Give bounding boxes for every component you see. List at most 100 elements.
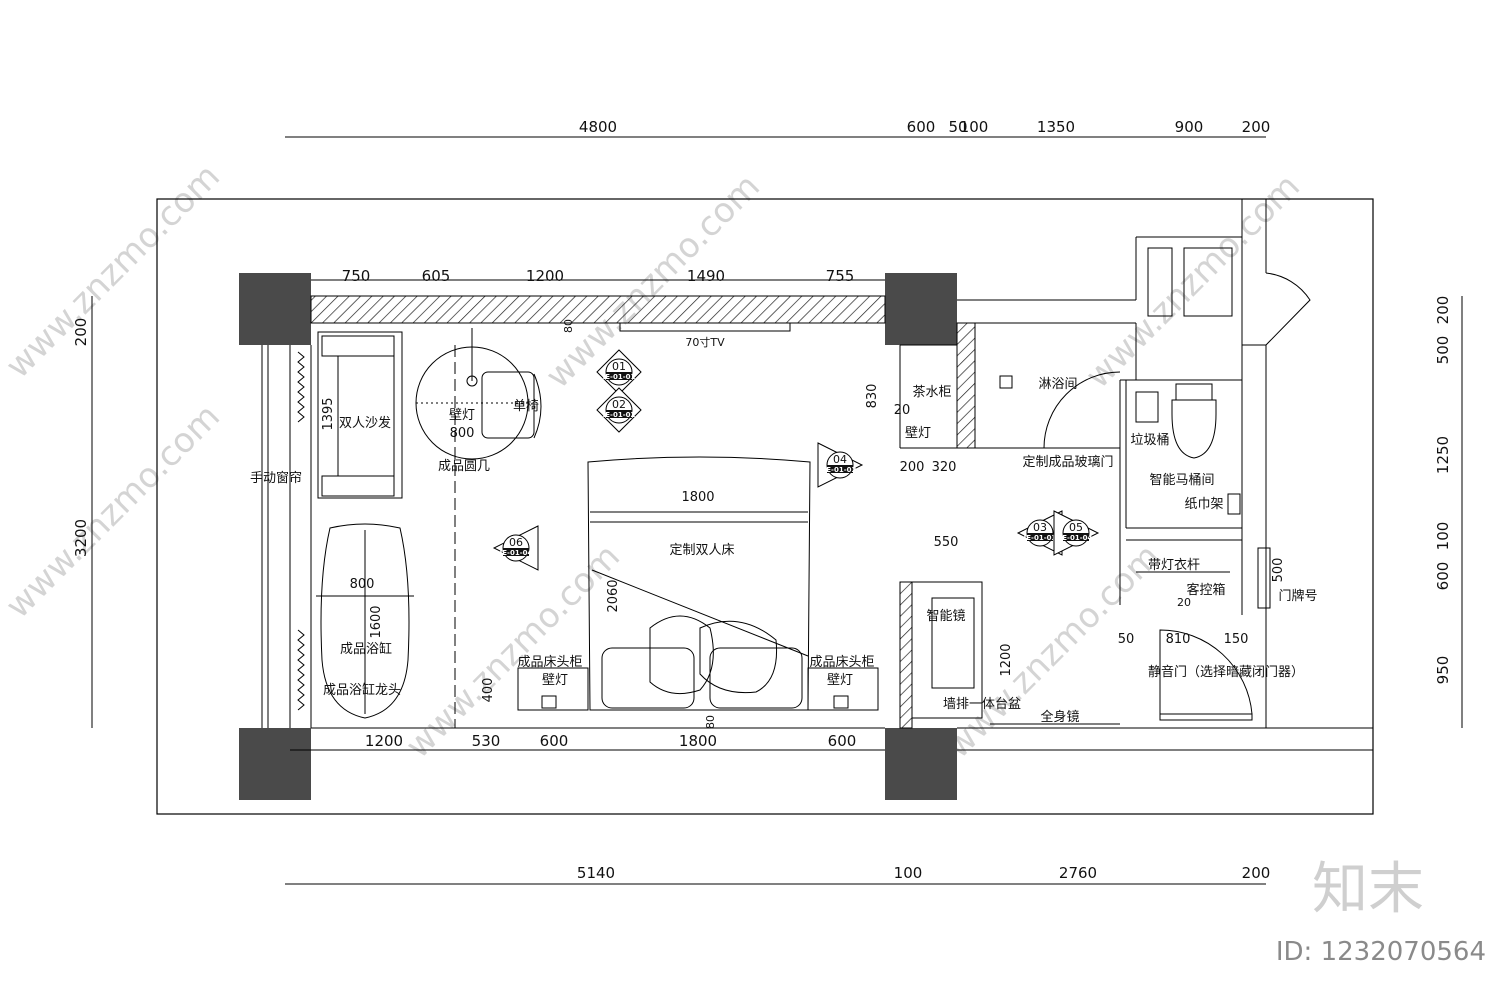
dim-750: 750: [342, 267, 371, 285]
bed-label: 定制双人床: [669, 543, 734, 558]
brand-logo: 知末: [1312, 857, 1424, 922]
door-150-dim: 150: [1224, 632, 1249, 647]
svg-text:IE-01-01: IE-01-01: [603, 373, 636, 381]
dim-r500: 500: [1434, 336, 1452, 365]
hanger-label: 带灯衣杆: [1148, 557, 1200, 573]
dim-4800: 4800: [579, 118, 617, 136]
svg-text:03: 03: [1033, 521, 1047, 534]
dim-605: 605: [422, 267, 451, 285]
column-bottom-left: [239, 728, 311, 800]
nightstand-right: [807, 667, 879, 711]
svg-text:02: 02: [612, 398, 626, 411]
bathtub: [320, 523, 410, 719]
dim-r200: 200: [1434, 296, 1452, 325]
watermark-text: www.znzmo.com: [0, 396, 228, 626]
dim-50: 50: [948, 118, 967, 136]
top-outer-dims: 4800 600 50 100 1350 900 200: [579, 118, 1270, 136]
door-number-label: 门牌号: [1278, 588, 1317, 604]
svg-text:IE-01-03: IE-01-03: [1024, 534, 1057, 542]
dim-r1250: 1250: [1434, 436, 1452, 474]
sofa-depth-dim: 1395: [321, 397, 336, 430]
watermark-text: www.znzmo.com: [538, 166, 768, 396]
smart-mirror-label: 智能镜: [926, 609, 965, 624]
dim-b530: 530: [472, 732, 501, 750]
column-bottom-middle: [885, 728, 957, 800]
sofa-label: 双人沙发: [339, 415, 391, 431]
dim-900: 900: [1175, 118, 1204, 136]
dim-1350: 1350: [1037, 118, 1075, 136]
control-box-label: 客控箱: [1186, 582, 1225, 598]
nightstand-left-label: 成品床头柜: [517, 655, 582, 670]
trash-can-icon: [1135, 391, 1159, 423]
svg-text:04: 04: [833, 453, 847, 466]
dim-2760: 2760: [1059, 864, 1097, 882]
wall-shower: [956, 322, 976, 449]
plan-frame: [156, 198, 1374, 815]
nightstand-left: [517, 667, 589, 711]
elevation-tags: 01 IE-01-01 02 IE-01-02 04 IE-01-03 06 I…: [492, 349, 1100, 571]
bed: [587, 456, 811, 711]
dim-b1200: 1200: [365, 732, 403, 750]
curtain-label: 手动窗帘: [250, 470, 302, 486]
tub-faucet-label: 成品浴缸龙头: [323, 682, 401, 698]
dim-100: 100: [960, 118, 989, 136]
cab-200-dim: 200: [900, 460, 925, 475]
table-size-dim: 800: [450, 426, 475, 441]
dim-b600: 600: [540, 732, 569, 750]
entry-door-leaf: [1159, 713, 1253, 721]
lamp-offset-dim: 20: [894, 403, 911, 418]
tissue-holder-label: 纸巾架: [1184, 497, 1223, 512]
svg-text:IE-01-04: IE-01-04: [1060, 534, 1093, 542]
tea-cabinet-label: 茶水柜: [912, 384, 951, 400]
lamp-right-label: 壁灯: [827, 673, 853, 688]
dim-b100: 100: [894, 864, 923, 882]
shower-drain-icon: [999, 375, 1013, 389]
foot-gap-dim: 80: [704, 715, 717, 729]
shower-label: 淋浴间: [1038, 377, 1077, 392]
lamp-left-label: 壁灯: [542, 673, 568, 688]
door-50-dim: 50: [1118, 632, 1135, 647]
basin-label: 墙排一体台盆: [943, 697, 1021, 712]
trash-label: 垃圾桶: [1130, 433, 1169, 448]
mirror-height-dim: 1200: [999, 643, 1014, 676]
tub-label: 成品浴缸: [340, 641, 392, 657]
bottom-outer-dims: 5140 100 2760 200: [577, 864, 1270, 882]
svg-text:IE-01-04: IE-01-04: [500, 549, 533, 557]
dim-1490: 1490: [687, 267, 725, 285]
dim-r950: 950: [1434, 656, 1452, 685]
dim-r100: 100: [1434, 522, 1452, 551]
wall-mirror: [899, 581, 913, 729]
toilet-icon: [1171, 399, 1217, 459]
sofa: [317, 331, 403, 499]
full-mirror-label: 全身镜: [1040, 709, 1079, 725]
closet-20-dim: 20: [1177, 596, 1191, 609]
watermark-text: www.znzmo.com: [1078, 166, 1308, 396]
cab-320-dim: 320: [932, 460, 957, 475]
curtain-top: [297, 351, 305, 423]
dim-5140: 5140: [577, 864, 615, 882]
elevation-tag-06: 06 IE-01-04: [492, 525, 539, 571]
dim-b1800: 1800: [679, 732, 717, 750]
cabinet-height-dim: 830: [865, 384, 880, 409]
watermark-text: www.znzmo.com: [938, 536, 1168, 766]
chair-label: 单椅: [513, 399, 539, 414]
elevation-tag-02: 02 IE-01-02: [596, 387, 642, 433]
entry-door-swing: [1159, 629, 1253, 715]
dim-1200: 1200: [526, 267, 564, 285]
single-chair: [481, 371, 542, 439]
toilet-room-label: 智能马桶间: [1149, 473, 1214, 488]
shower-door-swing: [1043, 371, 1121, 449]
tub-length-dim: 1600: [369, 605, 384, 638]
svg-text:01: 01: [612, 360, 626, 373]
mirror-width-dim: 550: [934, 535, 959, 550]
door-number-plate: [1257, 547, 1271, 609]
silent-door-label: 静音门（选择暗藏闭门器）: [1148, 664, 1304, 680]
dim-r600: 600: [1434, 562, 1452, 591]
curtain-bottom: [297, 629, 305, 711]
basin-icon: [931, 597, 975, 689]
elevation-tag-05: 05 IE-01-04: [1053, 510, 1100, 556]
lamp-left-icon: [541, 695, 557, 709]
svg-text:06: 06: [509, 536, 523, 549]
nightstand-right-label: 成品床头柜: [809, 655, 874, 670]
